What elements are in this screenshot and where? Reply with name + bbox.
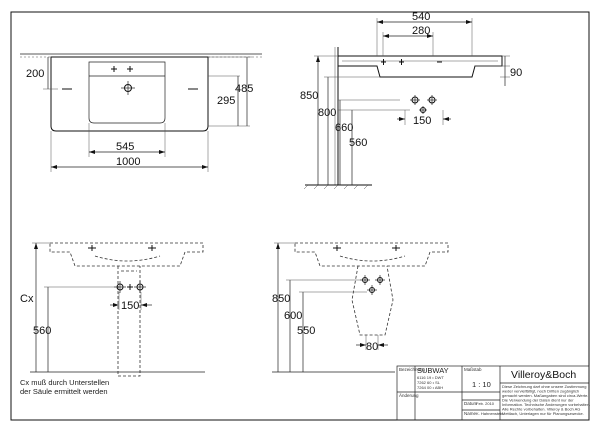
dim-280: 280 [412,25,430,37]
dim-485: 485 [235,83,253,95]
supply-valves-profile [360,275,385,295]
basin-profile-dashed [294,242,449,267]
supply-valves-front [114,281,146,293]
dim-540: 540 [412,11,430,23]
legal-line-7: Mettlach, Unterlagen nur für Planungszwe… [502,411,584,416]
legal-line-4: Die Verwendung der Daten dient nur der [502,398,574,403]
basin-section [337,55,503,78]
brand-logo-text: Villeroy&Boch [511,369,576,381]
sheet-border [10,11,590,421]
label-datum: Datum [464,401,478,406]
dim-660: 660 [335,122,353,134]
title-block: Bezeichnung Maßstab Änderung Datum Name … [396,365,590,421]
dim-80: 80 [366,341,378,353]
dim-545: 545 [116,141,134,153]
pedestal-column-front [117,266,141,377]
note-line-1: Cx muß durch Unterstellen [20,378,109,387]
dim-1000: 1000 [116,156,140,168]
dim-cx: Cx [20,293,34,305]
label-aenderung: Änderung [399,392,419,398]
legal-line-1: Diese Zeichnung darf ohne unsere Zustimm… [502,384,587,389]
name-value: K. Hahnenstein [476,411,503,416]
dim-295: 295 [217,95,235,107]
legal-line-3: gemacht werden. Maßangaben sind circa-We… [502,393,588,398]
basin-outline-top [50,56,209,132]
legal-line-2: weder vervielfältigt, noch Dritten zugän… [502,389,579,394]
note-line-2: der Säule ermittelt werden [20,387,108,396]
dim-150-front: 150 [121,300,139,312]
date-value: Feb. 2010 [476,401,495,406]
scale-value: 1 : 10 [472,380,491,389]
label-name: Name [464,411,477,416]
article-3: 7264 00 • ABH [417,385,443,390]
top-view: 200 295 485 545 1000 [20,53,262,172]
article-2: 7262 60 • SL [417,380,441,385]
side-view: 540 280 90 850 800 660 560 [300,11,522,190]
tap-hole-cross-left [111,66,117,72]
dim-850: 850 [300,90,318,102]
dim-90: 90 [510,67,522,79]
dim-200: 200 [26,68,44,80]
pedestal-profile [351,265,394,336]
legal-line-6: Alle Rechte vorbehalten. Villeroy & Boch… [502,407,580,412]
supply-valves-side [410,95,437,114]
dim-550: 550 [297,325,315,337]
front-view: 150 Cx 560 Cx muß durch Unterstellen der… [20,242,205,396]
dim-150-side: 150 [413,115,431,127]
inner-bowl-top [88,61,166,124]
legal-line-5: Information. Technische Änderungen vorbe… [502,402,590,407]
dim-560: 560 [349,137,367,149]
dim-850-profile: 850 [272,293,290,305]
dim-600: 600 [284,310,302,322]
profile-view: 80 850 600 550 [272,242,449,373]
article-1: 6116 19 • DWT [417,375,444,380]
basin-front-dashed [49,242,204,267]
label-massstab: Maßstab [464,367,482,372]
product-name: SUBWAY [417,366,449,375]
label-bezeichnung: Bezeichnung [399,367,426,372]
dim-800: 800 [318,107,336,119]
tap-hole-cross-right [127,66,133,72]
dim-560-front: 560 [33,325,51,337]
